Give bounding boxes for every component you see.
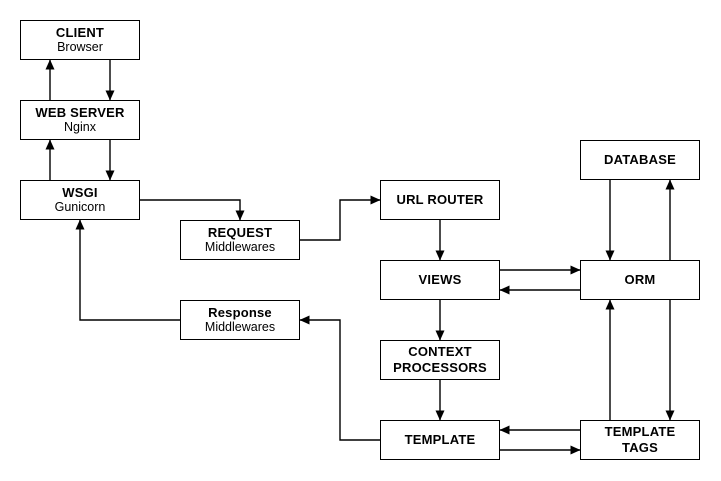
node-context-processors-title: CONTEXT PROCESSORS (393, 344, 487, 375)
edge-response-middlewares-to-wsgi (75, 219, 180, 321)
edge-wsgi-to-request-middlewares (140, 199, 245, 221)
node-client-subtitle: Browser (57, 40, 103, 55)
node-url-router: URL ROUTER (380, 180, 500, 220)
node-views: VIEWS (380, 260, 500, 300)
node-request-middlewares-title: REQUEST (207, 224, 273, 240)
node-response-middlewares-subtitle: Middlewares (204, 320, 276, 335)
node-context-processors: CONTEXT PROCESSORS (380, 340, 500, 380)
node-web-server-title: WEB SERVER (35, 104, 125, 120)
node-url-router-title: URL ROUTER (396, 192, 484, 208)
node-template-tags-title: TEMPLATE TAGS (604, 424, 676, 455)
node-web-server-subtitle: Nginx (64, 120, 96, 135)
node-orm-title: ORM (624, 272, 656, 288)
node-client-title: CLIENT (55, 24, 105, 40)
edge-template-to-response-middlewares (299, 315, 380, 441)
node-request-middlewares-subtitle: Middlewares (204, 240, 276, 255)
node-template: TEMPLATE (380, 420, 500, 460)
node-template-title: TEMPLATE (404, 432, 476, 448)
node-response-middlewares-title: Response (208, 304, 272, 320)
node-orm: ORM (580, 260, 700, 300)
node-wsgi-title: WSGI (62, 184, 98, 200)
node-database-title: DATABASE (604, 152, 676, 168)
edge-request-middlewares-to-url-router (300, 195, 381, 241)
node-views-title: VIEWS (418, 272, 462, 288)
node-wsgi-subtitle: Gunicorn (54, 200, 106, 215)
node-template-tags: TEMPLATE TAGS (580, 420, 700, 460)
node-database: DATABASE (580, 140, 700, 180)
